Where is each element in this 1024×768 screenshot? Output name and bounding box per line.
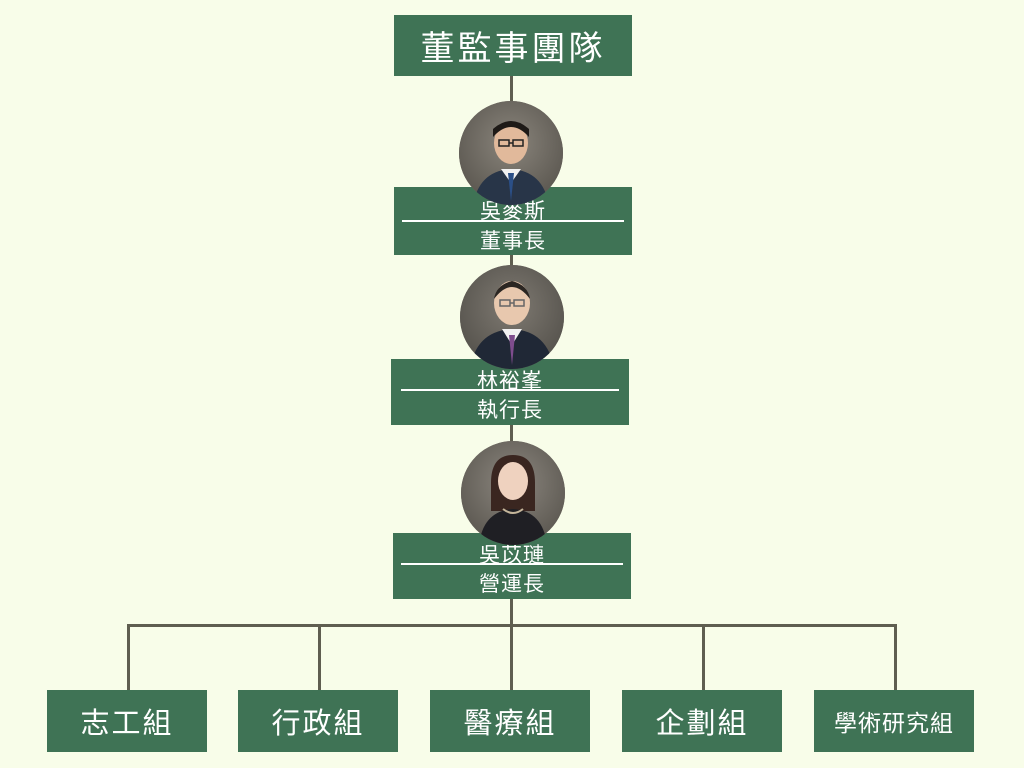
person-role: 營運長: [479, 572, 545, 596]
person-divider: [401, 563, 623, 565]
branch-line-planning: [702, 624, 705, 690]
branch-line-medical: [510, 624, 513, 690]
team-box-admin: 行政組: [238, 690, 398, 752]
team-box-medical: 醫療組: [430, 690, 590, 752]
branch-line-admin: [318, 624, 321, 690]
person-role: 董事長: [480, 229, 546, 253]
connector-coo-to-branch: [510, 599, 513, 625]
team-box-research: 學術研究組: [814, 690, 974, 752]
avatar-ceo: [460, 265, 564, 369]
title-box: 董監事團隊: [394, 15, 632, 76]
connector-ceo-to-coo: [510, 425, 513, 445]
person-divider: [402, 220, 624, 222]
person-card-ceo: 林裕峯 執行長: [391, 359, 629, 425]
team-label: 行政組: [271, 706, 365, 740]
connector-chairman-to-ceo: [510, 254, 513, 270]
person-role: 執行長: [477, 398, 543, 422]
avatar-chairman: [459, 101, 563, 205]
person-divider: [401, 389, 619, 391]
avatar-coo: [461, 441, 565, 545]
portrait-coo-image: [461, 441, 565, 545]
connector-title-to-ceo: [510, 76, 513, 106]
page-title: 董監事團隊: [420, 29, 606, 69]
team-label: 醫療組: [463, 706, 557, 740]
portrait-chairman-image: [459, 101, 563, 205]
branch-line-volunteer: [127, 624, 130, 690]
team-label: 志工組: [80, 706, 174, 740]
branch-line-research: [894, 624, 897, 690]
team-box-planning: 企劃組: [622, 690, 782, 752]
portrait-ceo-image: [460, 265, 564, 369]
team-label: 學術研究組: [834, 711, 954, 737]
team-box-volunteer: 志工組: [47, 690, 207, 752]
team-label: 企劃組: [655, 706, 749, 740]
